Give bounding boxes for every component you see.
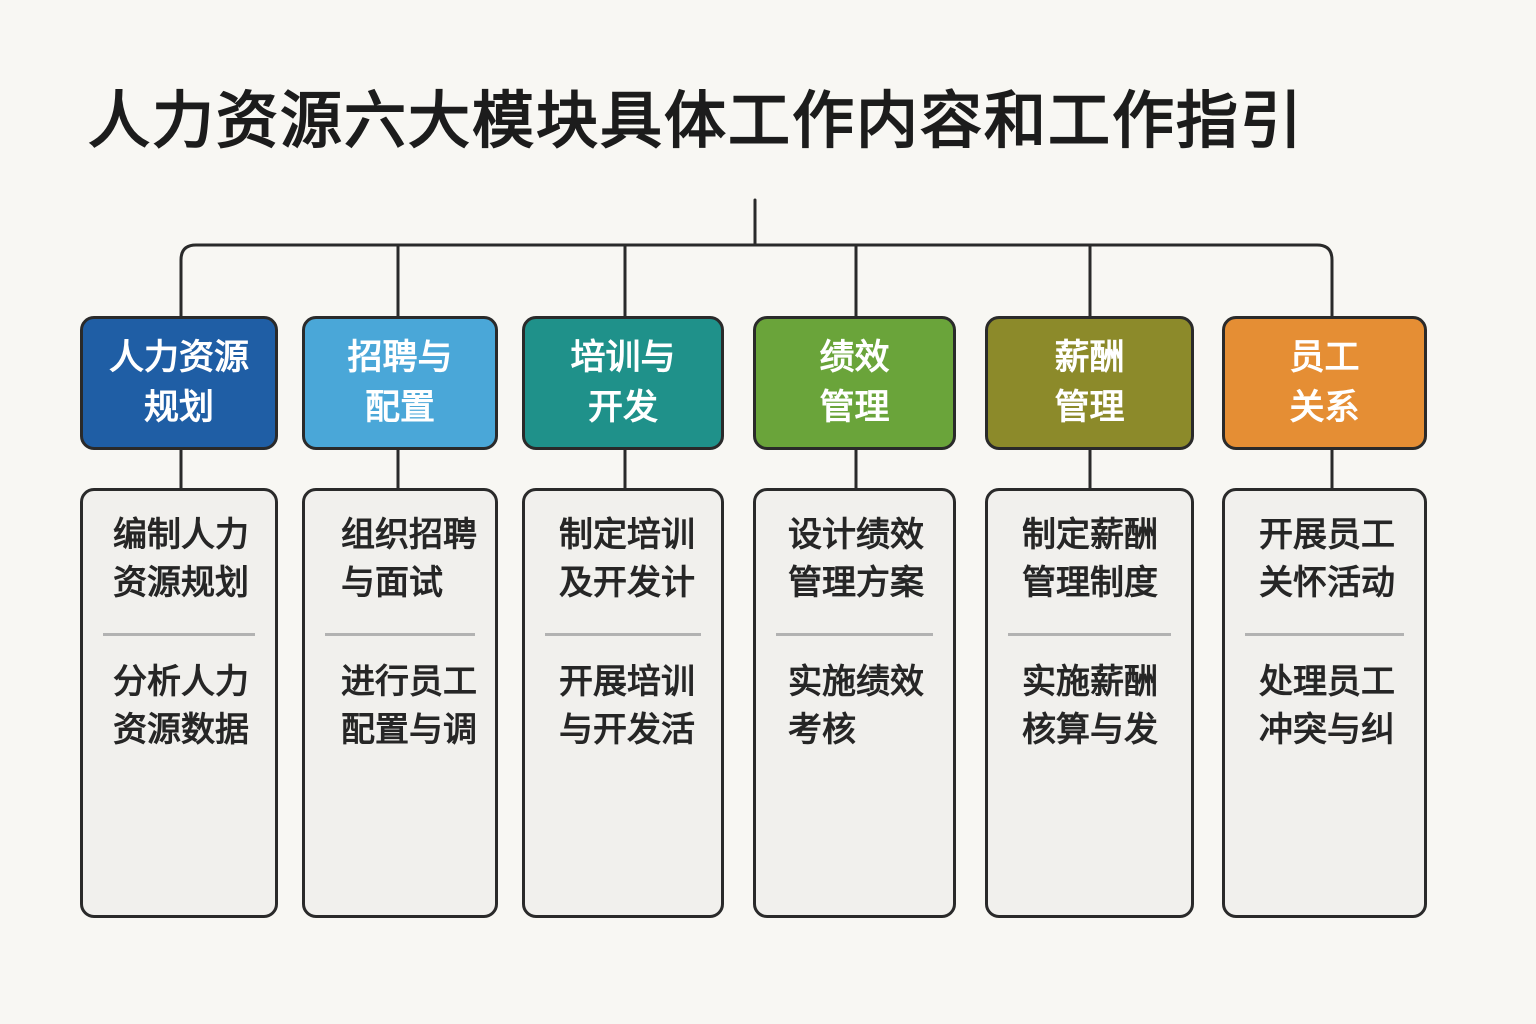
task-divider [1008, 633, 1171, 636]
task-line2: 冲突与纠 [1259, 710, 1395, 750]
task-line1: 实施绩效 [788, 662, 924, 702]
task-line2: 关怀活动 [1259, 563, 1395, 603]
task-line2: 资源规划 [113, 563, 249, 603]
module-name-line1: 薪酬 [1054, 338, 1125, 378]
task-line2: 考核 [788, 710, 856, 750]
task-item-1: 设计绩效 管理方案 [756, 511, 953, 607]
module-header-hr-planning: 人力资源 规划 [80, 316, 278, 450]
module-name-line1: 培训与 [570, 338, 676, 378]
module-content-recruitment: 组织招聘 与面试 进行员工 配置与调 [302, 488, 498, 918]
module-name-line1: 招聘与 [347, 338, 453, 378]
task-line1: 开展培训 [559, 662, 695, 702]
module-header-compensation: 薪酬 管理 [985, 316, 1194, 450]
task-item-2: 实施绩效 考核 [756, 658, 953, 754]
module-name-line2: 规划 [143, 388, 214, 428]
task-line2: 资源数据 [113, 710, 249, 750]
task-line1: 进行员工 [341, 662, 477, 702]
task-line1: 组织招聘 [341, 515, 477, 555]
module-content-employee-relations: 开展员工 关怀活动 处理员工 冲突与纠 [1222, 488, 1427, 918]
task-line2: 与面试 [341, 563, 443, 603]
module-name-line2: 开发 [587, 388, 658, 428]
module-header-employee-relations: 员工 关系 [1222, 316, 1427, 450]
module-header-recruitment: 招聘与 配置 [302, 316, 498, 450]
task-divider [1245, 633, 1404, 636]
task-item-1: 制定薪酬 管理制度 [988, 511, 1191, 607]
module-content-training: 制定培训 及开发计 开展培训 与开发活 [522, 488, 724, 918]
task-item-1: 编制人力 资源规划 [83, 511, 275, 607]
task-item-2: 实施薪酬 核算与发 [988, 658, 1191, 754]
task-item-1: 组织招聘 与面试 [305, 511, 495, 607]
task-line1: 处理员工 [1259, 662, 1395, 702]
task-divider [545, 633, 701, 636]
task-divider [776, 633, 933, 636]
module-content-performance: 设计绩效 管理方案 实施绩效 考核 [753, 488, 956, 918]
task-line2: 管理制度 [1022, 563, 1158, 603]
module-header-performance: 绩效 管理 [753, 316, 956, 450]
task-line1: 实施薪酬 [1022, 662, 1158, 702]
module-name-line2: 管理 [1054, 388, 1125, 428]
branch-bar [179, 243, 1334, 318]
task-line2: 配置与调 [341, 710, 477, 750]
module-name-line1: 人力资源 [108, 338, 249, 378]
module-name-line1: 绩效 [819, 338, 890, 378]
module-name-line2: 关系 [1289, 388, 1360, 428]
task-line1: 编制人力 [113, 515, 249, 555]
task-line2: 与开发活 [559, 710, 695, 750]
task-item-1: 制定培训 及开发计 [525, 511, 721, 607]
task-item-1: 开展员工 关怀活动 [1225, 511, 1424, 607]
task-divider [325, 633, 475, 636]
task-item-2: 进行员工 配置与调 [305, 658, 495, 754]
module-name-line1: 员工 [1289, 338, 1360, 378]
task-item-2: 开展培训 与开发活 [525, 658, 721, 754]
module-content-hr-planning: 编制人力 资源规划 分析人力 资源数据 [80, 488, 278, 918]
task-item-2: 分析人力 资源数据 [83, 658, 275, 754]
module-header-training: 培训与 开发 [522, 316, 724, 450]
task-line1: 制定培训 [559, 515, 695, 555]
task-divider [103, 633, 255, 636]
task-line1: 制定薪酬 [1022, 515, 1158, 555]
module-content-compensation: 制定薪酬 管理制度 实施薪酬 核算与发 [985, 488, 1194, 918]
module-name-line2: 配置 [364, 388, 435, 428]
task-item-2: 处理员工 冲突与纠 [1225, 658, 1424, 754]
task-line2: 核算与发 [1022, 710, 1158, 750]
task-line1: 开展员工 [1259, 515, 1395, 555]
module-name-line2: 管理 [819, 388, 890, 428]
page-title: 人力资源六大模块具体工作内容和工作指引 [88, 84, 1305, 157]
task-line1: 分析人力 [113, 662, 249, 702]
task-line2: 及开发计 [559, 563, 695, 603]
task-line2: 管理方案 [788, 563, 924, 603]
task-line1: 设计绩效 [788, 515, 924, 555]
